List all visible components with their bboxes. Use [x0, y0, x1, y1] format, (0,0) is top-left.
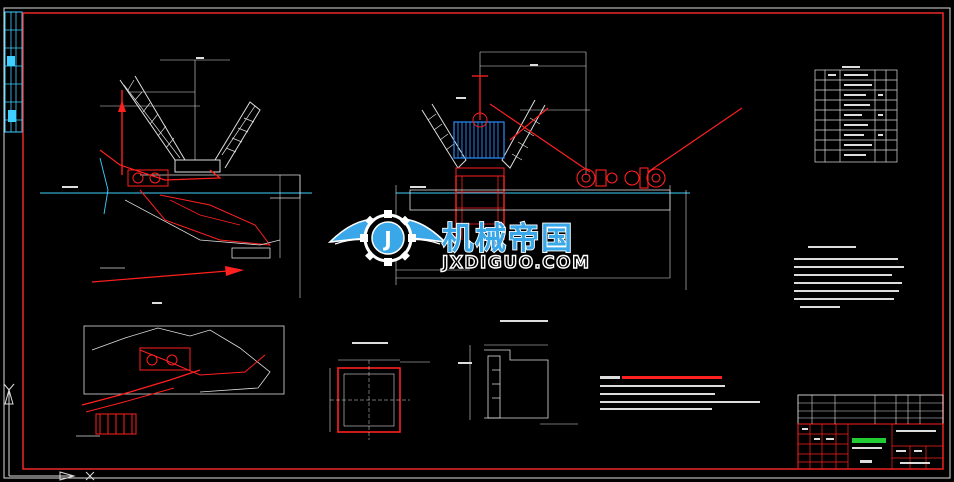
square-section-view: [329, 342, 430, 440]
parts-table: [814, 66, 898, 163]
frame-section-view: [458, 320, 578, 425]
bottom-left-detail-view: [76, 302, 285, 437]
blue-hatched-block: [453, 121, 505, 159]
title-block: [797, 394, 944, 470]
technical-notes-block: [600, 376, 760, 410]
drawing-frame: [22, 12, 944, 470]
watermark-logo: J 机械帝国 JXDIGUO.COM: [327, 210, 591, 274]
watermark-subtitle: JXDIGUO.COM: [441, 253, 591, 273]
ucs-axis-icon: [3, 383, 95, 481]
right-notes-block: [794, 246, 904, 308]
sheet-border: [3, 7, 951, 479]
center-elevation-view: [395, 51, 743, 290]
left-property-strip: [4, 11, 23, 133]
title-block-green-bar: [852, 438, 886, 443]
svg-text:J: J: [382, 227, 391, 251]
left-elevation-view: [40, 57, 312, 298]
watermark-title: 机械帝国: [442, 221, 574, 257]
